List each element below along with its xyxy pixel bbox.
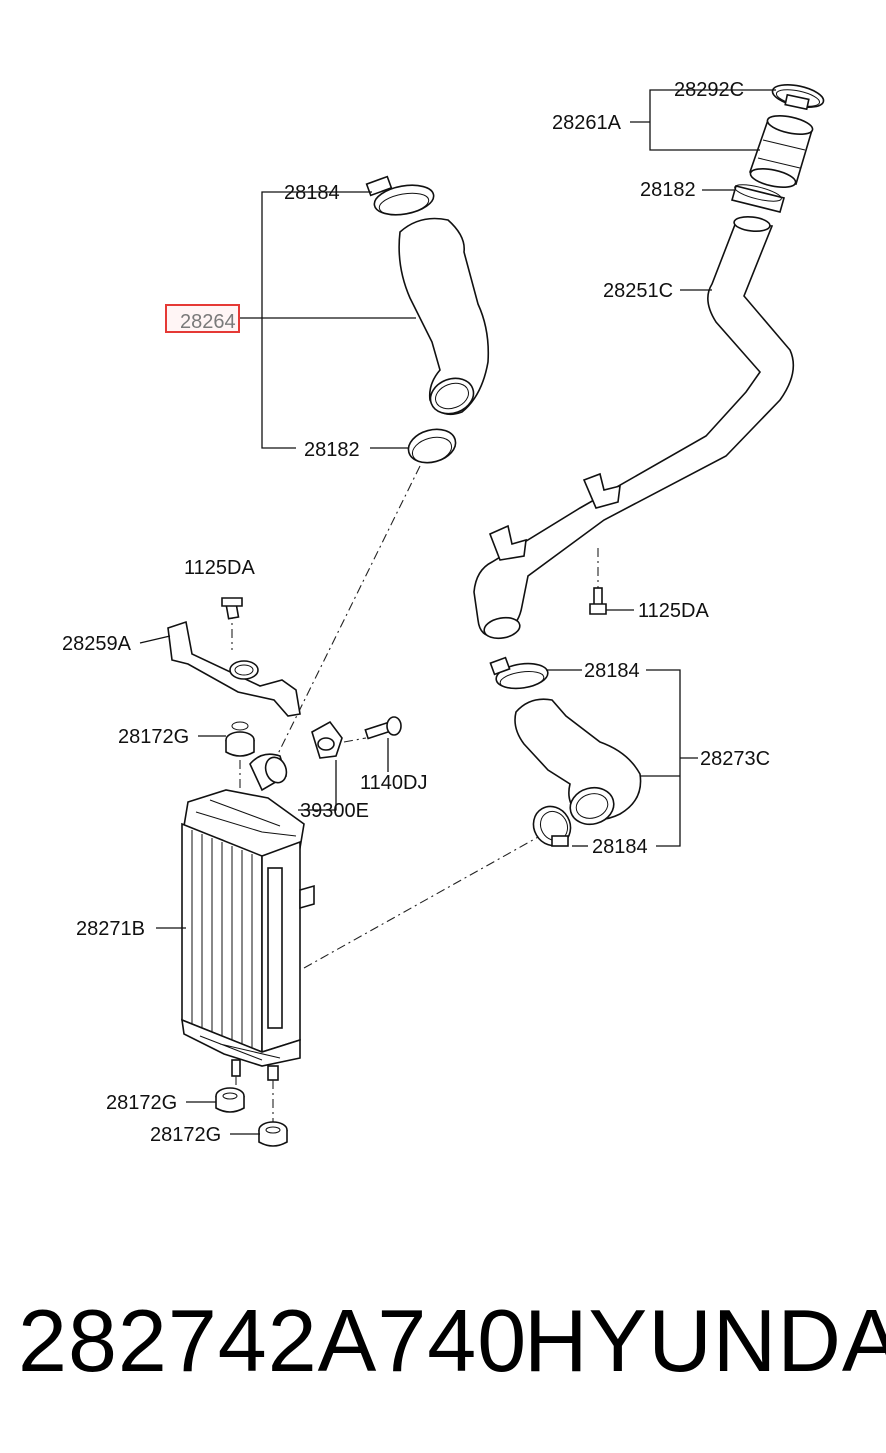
clamp-28184-right-upper [489,656,549,690]
label-1125da-bracket[interactable]: 1125DA [184,557,255,579]
label-1125da-pipe[interactable]: 1125DA [638,600,709,622]
label-28172g-bottom-left[interactable]: 28172G [106,1092,177,1114]
label-39300e[interactable]: 39300E [300,800,369,822]
clamp-28184-left-top [365,175,435,216]
label-28292c[interactable]: 28292C [674,79,744,101]
part-number: 282742A740 [18,1291,528,1390]
bracket-28259a [167,597,301,717]
hose-28264 [398,217,490,416]
label-28172g-bottom-right[interactable]: 28172G [150,1124,221,1146]
label-28251c[interactable]: 28251C [603,280,673,302]
clamp-28182-upper [731,184,785,213]
hose-clamp-28292c [771,84,825,111]
label-28264[interactable]: 28264 [180,311,236,333]
insulator-28172g-bottom-left [215,1087,245,1113]
label-1140dj[interactable]: 1140DJ [360,772,427,794]
label-28271b[interactable]: 28271B [76,918,145,940]
label-28273c[interactable]: 28273C [700,748,770,770]
clamp-28184-right-lower [532,805,572,847]
label-28259a[interactable]: 28259A [62,633,132,655]
sensor-39300e [311,720,367,759]
insulator-28172g-top [225,721,255,790]
bolt-1140dj [364,716,402,740]
pipe-28251c [473,215,795,640]
hose-28261a [748,115,814,188]
brand-name: HYUNDAI [524,1291,886,1390]
clamp-28182-left [407,428,457,464]
label-28261a[interactable]: 28261A [552,112,622,134]
label-28172g-top[interactable]: 28172G [118,726,189,748]
label-28182-left[interactable]: 28182 [304,439,360,461]
label-28184-right-lower[interactable]: 28184 [592,836,648,858]
insulator-28172g-bottom-right [258,1121,288,1147]
leader-lines [139,89,776,1135]
intercooler-28271b [181,753,315,1124]
highlight-box [165,304,240,333]
label-28184-left-top[interactable]: 28184 [284,182,340,204]
label-28182-upper[interactable]: 28182 [640,179,696,201]
label-28184-right-upper[interactable]: 28184 [584,660,640,682]
hose-28273c [514,698,642,826]
